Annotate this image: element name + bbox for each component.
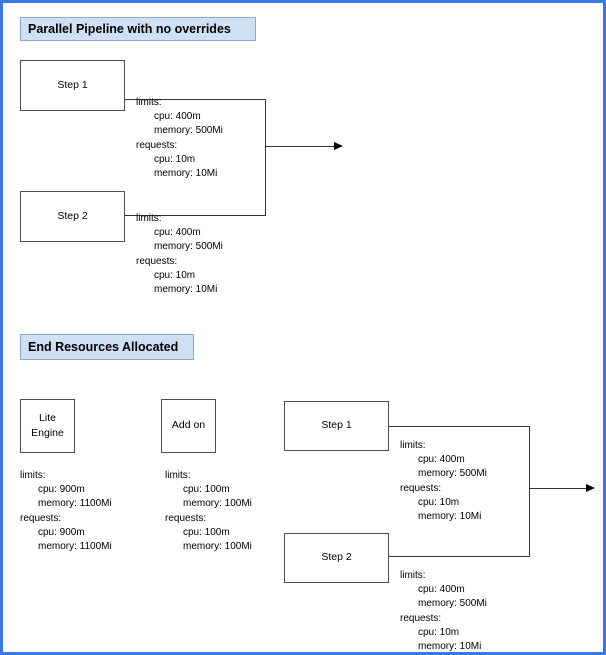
spec-top-step-1-limits-memory: memory: 500Mi xyxy=(154,125,223,137)
connector-top-merge-arrow-line xyxy=(265,146,337,147)
spec-top-step-2-requests-label: requests: xyxy=(136,255,178,267)
spec-add-on-requests-memory: memory: 100Mi xyxy=(183,541,252,553)
spec-lite-engine-requests-memory: memory: 1100Mi xyxy=(38,541,112,553)
spec-lite-engine-requests-label: requests: xyxy=(20,512,62,524)
node-top-step-1[interactable]: Step 1 xyxy=(20,60,125,111)
node-lite-engine-label-line2: Engine xyxy=(31,427,64,439)
spec-top-step-1-requests-label: requests: xyxy=(136,139,178,151)
connector-bottom-step-1-vertical xyxy=(529,426,530,489)
spec-bottom-step-1-limits-cpu: cpu: 400m xyxy=(418,454,465,466)
section-title-parallel-pipeline-label: Parallel Pipeline with no overrides xyxy=(28,21,231,36)
spec-bottom-step-2-limits-cpu: cpu: 400m xyxy=(418,584,465,596)
node-lite-engine[interactable]: Lite Engine xyxy=(20,399,75,453)
spec-add-on-limits-cpu: cpu: 100m xyxy=(183,484,230,496)
spec-top-step-1-limits-label: limits: xyxy=(136,97,162,108)
spec-lite-engine: limits: cpu: 900m memory: 1100Mi request… xyxy=(20,469,112,554)
spec-add-on: limits: cpu: 100m memory: 100Mi requests… xyxy=(165,469,252,554)
spec-bottom-step-2-limits-memory: memory: 500Mi xyxy=(418,598,487,610)
connector-top-step-1-vertical xyxy=(265,99,266,147)
spec-lite-engine-limits-cpu: cpu: 900m xyxy=(38,484,85,496)
spec-add-on-limits-memory: memory: 100Mi xyxy=(183,498,252,510)
node-add-on[interactable]: Add on xyxy=(161,399,216,453)
connector-bottom-step-2-vertical xyxy=(529,488,530,557)
node-top-step-1-label: Step 1 xyxy=(57,78,88,91)
spec-top-step-1: limits: cpu: 400m memory: 500Mi requests… xyxy=(136,96,223,181)
spec-top-step-1-requests-memory: memory: 10Mi xyxy=(154,168,218,180)
section-title-end-resources-label: End Resources Allocated xyxy=(28,339,179,354)
spec-top-step-2-requests-memory: memory: 10Mi xyxy=(154,284,218,296)
connector-top-step-2-horizontal xyxy=(125,215,266,216)
spec-bottom-step-2: limits: cpu: 400m memory: 500Mi requests… xyxy=(400,569,487,653)
node-top-step-2-label: Step 2 xyxy=(57,209,88,222)
node-add-on-label: Add on xyxy=(171,419,206,432)
spec-top-step-1-requests-cpu: cpu: 10m xyxy=(154,153,196,165)
spec-add-on-requests-label: requests: xyxy=(165,512,207,524)
arrow-head-icon-bottom-merge xyxy=(586,484,595,492)
spec-bottom-step-2-limits-label: limits: xyxy=(400,570,426,581)
spec-top-step-2: limits: cpu: 400m memory: 500Mi requests… xyxy=(136,212,223,297)
arrow-head-icon-top-merge xyxy=(334,142,343,150)
connector-top-step-1-horizontal xyxy=(125,99,266,100)
spec-bottom-step-1-limits-label: limits: xyxy=(400,440,426,451)
connector-bottom-step-2-horizontal xyxy=(389,556,530,557)
spec-top-step-2-requests-cpu: cpu: 10m xyxy=(154,269,196,281)
spec-bottom-step-1: limits: cpu: 400m memory: 500Mi requests… xyxy=(400,439,487,524)
section-title-parallel-pipeline[interactable]: Parallel Pipeline with no overrides xyxy=(20,17,256,41)
spec-top-step-2-limits-label: limits: xyxy=(136,213,162,224)
spec-bottom-step-2-requests-label: requests: xyxy=(400,612,442,624)
spec-lite-engine-limits-label: limits: xyxy=(20,470,46,481)
spec-bottom-step-1-limits-memory: memory: 500Mi xyxy=(418,468,487,480)
spec-add-on-limits-label: limits: xyxy=(165,470,191,481)
section-title-end-resources[interactable]: End Resources Allocated xyxy=(20,334,194,360)
spec-bottom-step-2-requests-cpu: cpu: 10m xyxy=(418,626,460,638)
connector-bottom-step-1-horizontal xyxy=(389,426,530,427)
spec-add-on-requests-cpu: cpu: 100m xyxy=(183,526,230,538)
spec-bottom-step-2-requests-memory: memory: 10Mi xyxy=(418,641,482,653)
node-bottom-step-1[interactable]: Step 1 xyxy=(284,401,389,451)
spec-lite-engine-requests-cpu: cpu: 900m xyxy=(38,526,85,538)
connector-bottom-merge-arrow-line xyxy=(529,488,589,489)
node-bottom-step-2-label: Step 2 xyxy=(321,551,352,564)
spec-bottom-step-1-requests-memory: memory: 10Mi xyxy=(418,511,482,523)
spec-lite-engine-limits-memory: memory: 1100Mi xyxy=(38,498,112,510)
spec-bottom-step-1-requests-label: requests: xyxy=(400,482,442,494)
spec-bottom-step-1-requests-cpu: cpu: 10m xyxy=(418,496,460,508)
connector-top-step-2-vertical xyxy=(265,146,266,216)
node-bottom-step-1-label: Step 1 xyxy=(321,419,352,432)
spec-top-step-2-limits-cpu: cpu: 400m xyxy=(154,227,201,239)
spec-top-step-1-limits-cpu: cpu: 400m xyxy=(154,111,201,123)
spec-top-step-2-limits-memory: memory: 500Mi xyxy=(154,241,223,253)
node-bottom-step-2[interactable]: Step 2 xyxy=(284,533,389,583)
node-lite-engine-label-line1: Lite xyxy=(39,411,56,424)
node-top-step-2[interactable]: Step 2 xyxy=(20,191,125,242)
